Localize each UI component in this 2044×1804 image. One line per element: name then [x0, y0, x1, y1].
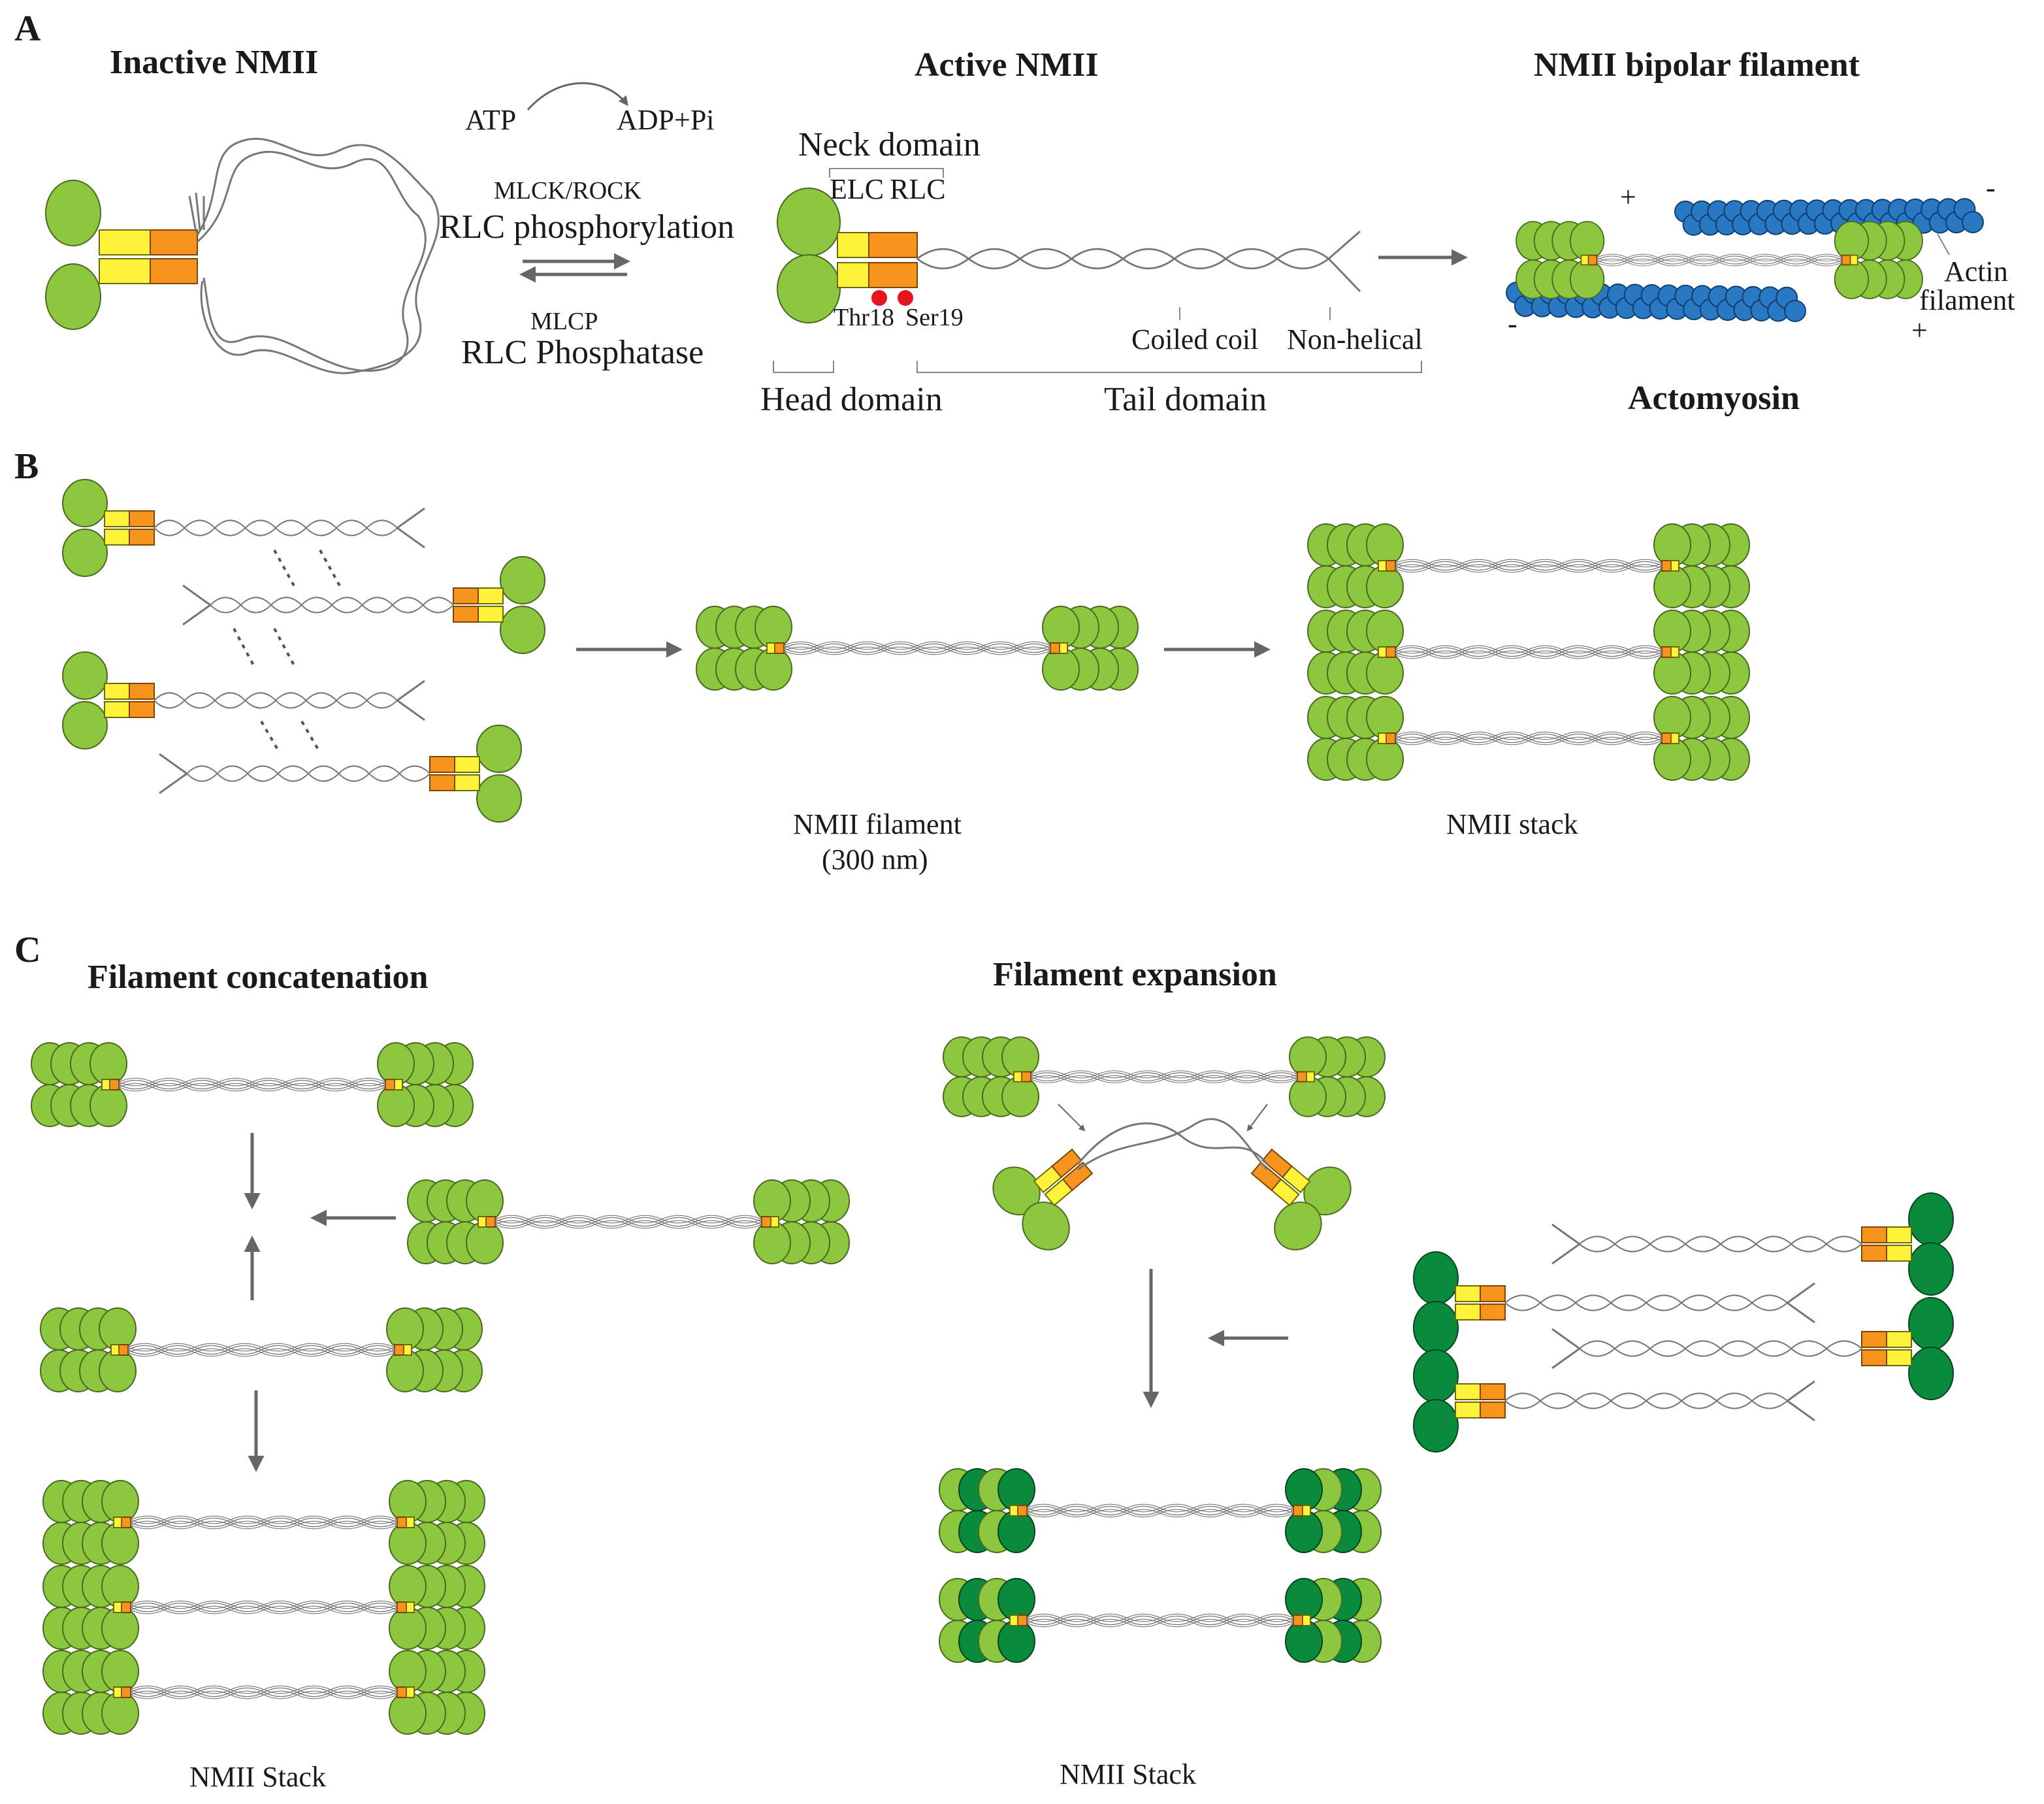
panel-a-label: A: [14, 8, 41, 49]
thr18-phospho-dot: [871, 290, 887, 306]
active-nmii-title: Active NMII: [915, 46, 1099, 84]
concat-filament-2: [41, 1308, 482, 1392]
rlc-phosphatase-label: RLC Phosphatase: [461, 334, 704, 371]
head-domain-label: Head domain: [760, 381, 943, 418]
ser19-phospho-dot: [898, 290, 913, 306]
neck-domain-bracket: [829, 168, 944, 178]
actin-monomer: [1962, 211, 1984, 233]
ser19-label: Ser19: [905, 304, 964, 331]
head-domain-bracket: [773, 361, 834, 373]
rlc-label: RLC: [890, 173, 946, 205]
elc-label: ELC: [830, 173, 884, 205]
inactive-nmii-title: Inactive NMII: [110, 44, 318, 81]
actin-monomer: [1784, 300, 1806, 322]
concat-filament-1: [31, 1043, 473, 1126]
bipolar-filament-title: NMII bipolar filament: [1534, 46, 1860, 84]
nmii-filament: [696, 606, 1138, 690]
nmii-filament-size: (300 nm): [822, 844, 928, 876]
minus-end-top: -: [1986, 172, 1996, 204]
monomer-assembly-group: [63, 480, 545, 822]
tail-domain-bracket: [917, 361, 1422, 373]
concat-stack: [43, 1481, 485, 1734]
plus-end-bottom: +: [1911, 314, 1928, 346]
nmii-stack-b: [1308, 524, 1749, 780]
atp-label: ATP: [465, 104, 516, 136]
neck-domain-label: Neck domain: [798, 126, 981, 163]
thr18-label: Thr18: [834, 304, 894, 331]
actin-filament-label-2: filament: [1919, 284, 2015, 316]
inactive-nmii-molecule: [45, 137, 440, 374]
minus-end-bottom: -: [1508, 308, 1517, 340]
nmii-stack-label-right: NMII Stack: [1060, 1758, 1196, 1790]
rlc-phosphorylation-label: RLC phosphorylation: [439, 208, 734, 246]
coiled-coil-label: Coiled coil: [1131, 323, 1258, 355]
concat-filament-incoming: [408, 1180, 849, 1264]
tail-domain-label: Tail domain: [1104, 381, 1267, 418]
actomyosin-diagram: [1506, 198, 1984, 322]
atp-to-adp-arrow: [527, 82, 628, 111]
nmii-stack-label-left: NMII Stack: [189, 1761, 326, 1793]
filament-expansion-title: Filament expansion: [993, 956, 1277, 993]
dark-monomers-group: [1414, 1193, 1953, 1452]
actomyosin-label: Actomyosin: [1628, 380, 1800, 417]
mlck-rock-label: MLCK/ROCK: [494, 177, 641, 205]
filament-concatenation-title: Filament concatenation: [88, 959, 428, 996]
expansion-stack: [939, 1469, 1381, 1662]
actin-filament-top: [1674, 198, 1984, 236]
panel-b-label: B: [14, 446, 39, 487]
expansion-unfolding: [943, 1037, 1385, 1251]
actin-filament-label-1: Actin: [1944, 255, 2008, 287]
non-helical-label: Non-helical: [1287, 323, 1423, 355]
plus-end-top: +: [1620, 181, 1636, 213]
active-nmii-molecule: [777, 188, 1361, 323]
mlcp-label: MLCP: [530, 308, 598, 335]
adp-label: ADP+Pi: [617, 104, 715, 136]
panel-c-label: C: [14, 930, 41, 970]
actin-pointer: [1937, 233, 1950, 255]
nmii-stack-label-b: NMII stack: [1446, 808, 1578, 840]
nmii-filament-label: NMII filament: [793, 808, 962, 840]
